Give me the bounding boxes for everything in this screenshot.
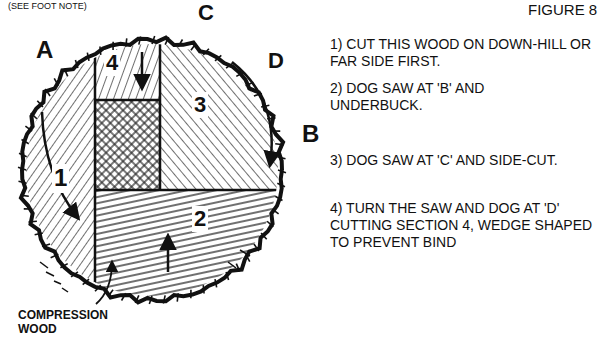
bark-texture bbox=[275, 196, 282, 200]
bark-texture bbox=[42, 244, 50, 247]
footnote-ref: (SEE FOOT NOTE) bbox=[8, 1, 87, 12]
point-letter: B bbox=[302, 120, 319, 149]
bark-texture bbox=[71, 272, 78, 277]
point-letter: D bbox=[268, 48, 284, 74]
instruction-note: 1) CUT THIS WOOD ON DOWN-HILL OR FAR SID… bbox=[330, 36, 600, 70]
bark-texture bbox=[236, 264, 239, 272]
bark-texture bbox=[254, 244, 259, 251]
instruction-note: 2) DOG SAW AT 'B' AND UNDERBUCK. bbox=[330, 80, 580, 114]
bark-texture bbox=[135, 295, 138, 303]
bark-texture bbox=[176, 293, 179, 301]
bark-texture bbox=[19, 153, 27, 156]
bark-texture bbox=[125, 38, 128, 46]
bark-texture bbox=[149, 296, 152, 304]
bark-texture bbox=[87, 53, 89, 61]
bark-texture bbox=[203, 49, 209, 55]
section-number: 2 bbox=[192, 206, 208, 232]
bark-texture bbox=[275, 143, 283, 146]
bark-texture bbox=[112, 42, 114, 50]
bark-texture bbox=[277, 183, 285, 186]
bark-texture bbox=[37, 101, 43, 107]
section-number: 4 bbox=[104, 50, 120, 76]
bark-texture bbox=[178, 40, 182, 47]
bark-texture bbox=[191, 43, 196, 50]
bark-texture bbox=[45, 89, 50, 96]
bark-texture bbox=[99, 47, 101, 55]
bark-texture bbox=[226, 63, 233, 68]
bark-texture bbox=[51, 254, 59, 257]
bark-texture bbox=[25, 126, 32, 131]
bark-texture bbox=[267, 221, 273, 227]
bark-texture bbox=[261, 233, 267, 239]
bark-texture bbox=[278, 170, 286, 173]
bark-texture bbox=[95, 285, 101, 291]
bark-texture bbox=[31, 113, 37, 119]
bark-texture bbox=[163, 295, 165, 303]
bark-texture bbox=[22, 140, 29, 144]
bark-texture bbox=[190, 290, 192, 298]
instruction-note: 3) DOG SAW AT 'C' AND SIDE-CUT. bbox=[330, 152, 580, 169]
bark-texture bbox=[272, 209, 279, 214]
bark-texture bbox=[122, 293, 126, 300]
bark-texture bbox=[18, 181, 26, 183]
bark-texture bbox=[20, 194, 28, 197]
bark-texture bbox=[54, 78, 58, 85]
point-letter: A bbox=[36, 36, 53, 65]
figure-number: FIGURE 8 bbox=[528, 1, 597, 19]
bark-texture bbox=[139, 36, 141, 44]
bark-texture bbox=[18, 167, 26, 170]
bark-texture bbox=[75, 60, 78, 68]
bark-texture bbox=[202, 285, 204, 293]
section-number: 3 bbox=[192, 92, 208, 118]
bark-texture bbox=[35, 233, 43, 235]
section-number: 1 bbox=[52, 164, 69, 193]
bark-texture bbox=[215, 279, 217, 287]
bark-texture bbox=[83, 279, 89, 285]
bark-texture bbox=[277, 157, 285, 159]
bark-texture bbox=[215, 55, 221, 61]
bark-outline bbox=[21, 38, 283, 303]
bark-texture bbox=[152, 36, 155, 44]
bark-texture bbox=[29, 220, 37, 222]
point-letter: C bbox=[198, 0, 214, 26]
bark-texture bbox=[60, 264, 67, 268]
instruction-note: 4) TURN THE SAW AND DOG AT 'D' CUTTING S… bbox=[330, 200, 598, 250]
bark-texture bbox=[272, 130, 280, 132]
bark-texture bbox=[165, 37, 168, 45]
callout-label: COMPRESSION WOOD bbox=[18, 308, 114, 337]
bark-texture bbox=[24, 208, 32, 210]
bark-texture bbox=[226, 272, 229, 280]
bark-texture bbox=[108, 290, 113, 297]
bark-texture bbox=[64, 69, 67, 77]
